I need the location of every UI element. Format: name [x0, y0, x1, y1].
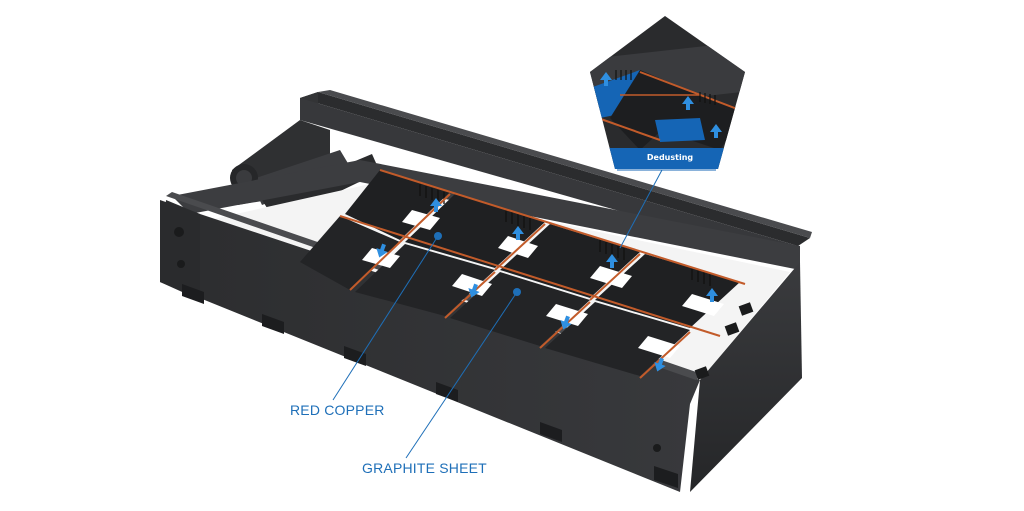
airflow-arrows	[376, 198, 718, 372]
dedusting-inset	[590, 16, 745, 171]
arrow-down-icon	[560, 315, 572, 330]
arrow-down-icon	[654, 357, 666, 372]
frame-holes	[174, 227, 754, 452]
arrow-up-icon	[706, 288, 718, 302]
arrow-up-icon	[430, 198, 442, 212]
callout-leaders	[332, 169, 663, 459]
arrow-up-icon	[606, 254, 618, 268]
frame-feet	[182, 284, 678, 488]
leader-dots	[434, 232, 521, 296]
dedusting-label: Dedusting	[646, 153, 694, 162]
arrow-up-icon	[512, 226, 524, 240]
dot-icon	[434, 232, 442, 240]
hopper-cells	[300, 170, 740, 376]
arrow-down-icon	[468, 283, 480, 298]
red-copper-dividers	[339, 169, 746, 379]
graphite-sheet-label: GRAPHITE SHEET	[362, 460, 487, 476]
dot-icon	[513, 288, 521, 296]
red-copper-label: RED COPPER	[290, 402, 385, 418]
arrow-down-icon	[376, 243, 388, 258]
back-rail	[300, 90, 812, 262]
